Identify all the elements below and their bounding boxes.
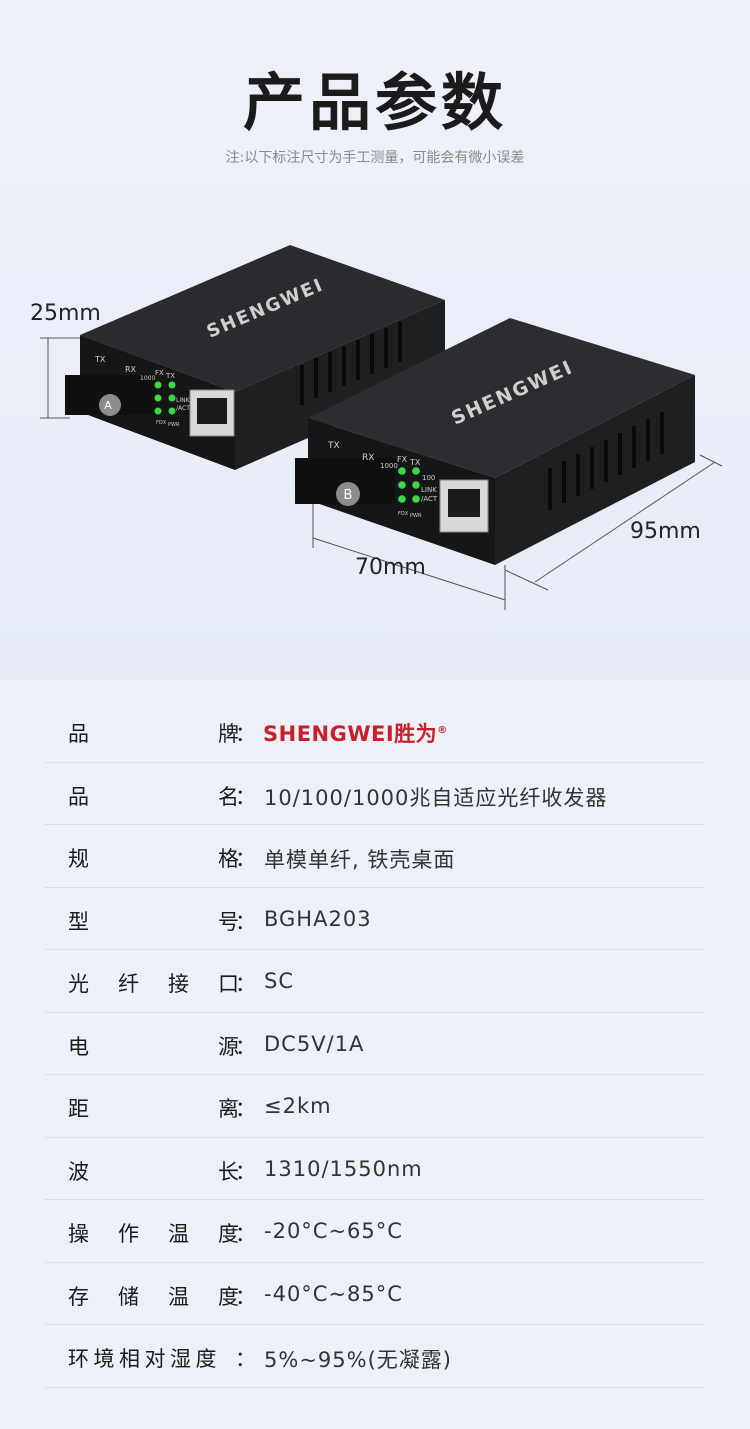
spec-value: 1310/1550nm: [264, 1156, 423, 1181]
unit-a-tx-label: TX: [94, 355, 106, 364]
spec-colon: ：: [235, 1222, 256, 1246]
spec-colon: ：: [235, 847, 256, 871]
spec-row: 光纤接口：SC: [45, 950, 705, 1013]
spec-row: 操作温度：-20°C~65°C: [45, 1200, 705, 1263]
spec-value: SC: [264, 969, 294, 993]
unit-b-tx-label: TX: [327, 441, 340, 451]
spec-row: 品牌：SHENGWEI胜为®: [45, 700, 705, 763]
unit-a-badge: A: [104, 399, 112, 412]
spec-row: 距离：≤2km: [45, 1075, 705, 1138]
spec-value: 单模单纤, 铁壳桌面: [264, 848, 456, 872]
spec-table: 品牌：SHENGWEI胜为®品名：10/100/1000兆自适应光纤收发器规格：…: [45, 700, 705, 1388]
spec-colon: ：: [235, 1347, 256, 1371]
unit-b-100-label: 100: [422, 474, 435, 482]
spec-colon: ：: [235, 909, 256, 934]
width-dimension: 70mm: [355, 555, 426, 580]
unit-b-txled-label: TX: [409, 458, 421, 467]
spec-value: -40°C~85°C: [264, 1281, 403, 1306]
unit-b-fdx-label: FDX: [398, 511, 409, 517]
spec-colon: ：: [235, 1284, 256, 1309]
spec-colon: ：: [235, 972, 256, 996]
spec-value: DC5V/1A: [264, 1031, 365, 1056]
unit-a-txled-label: TX: [165, 372, 175, 380]
brand-logo: SHENGWEI胜为®: [263, 722, 448, 746]
spec-row: 品名：10/100/1000兆自适应光纤收发器: [45, 763, 705, 825]
unit-b-act-label: /ACT: [421, 495, 438, 503]
spec-value: BGHA203: [264, 906, 372, 931]
spec-row: 电源：DC5V/1A: [45, 1013, 705, 1075]
spec-row: 波长：1310/1550nm: [45, 1138, 705, 1200]
dimension-lines: [40, 337, 723, 610]
unit-b-fx-label: FX: [397, 455, 408, 464]
unit-b-link-label: LINK: [421, 486, 437, 494]
height-dimension: 25mm: [30, 301, 101, 326]
unit-a-1000-label: 1000: [140, 375, 155, 382]
unit-a-fx-label: FX: [155, 369, 164, 377]
spec-row: 存储温度：-40°C~85°C: [45, 1263, 705, 1325]
spec-colon: ：: [235, 722, 256, 746]
spec-colon: ：: [235, 1034, 256, 1059]
transceiver-unit-a: TX RX 1000 FX TX LINK /ACT FDX PWR A SHE…: [65, 245, 445, 470]
spec-value: 10/100/1000兆自适应光纤收发器: [264, 785, 608, 810]
transceiver-unit-b: TX RX 1000 FX TX 100 LINK /ACT FDX PWR B…: [295, 318, 695, 565]
product-illustration: TX RX 1000 FX TX LINK /ACT FDX PWR A SHE…: [40, 245, 723, 610]
measurement-note: 注:以下标注尺寸为手工测量，可能会有微小误差: [225, 150, 525, 166]
unit-a-act-label: /ACT: [176, 405, 190, 412]
unit-b-rx-label: RX: [362, 453, 374, 463]
spec-row: 环境相对湿度：5%~95%(无凝露): [45, 1325, 705, 1388]
unit-b-badge: B: [344, 488, 353, 503]
unit-a-link-label: LINK: [176, 397, 191, 404]
spec-colon: ：: [235, 1097, 256, 1121]
spec-colon: ：: [235, 1159, 256, 1184]
depth-dimension: 95mm: [630, 519, 701, 544]
spec-row: 规格：单模单纤, 铁壳桌面: [45, 825, 705, 888]
unit-a-fdx-label: FDX: [156, 420, 167, 426]
spec-value: 5%~95%(无凝露): [264, 1348, 452, 1372]
spec-row: 型号：BGHA203: [45, 888, 705, 950]
spec-colon: ：: [235, 784, 256, 809]
unit-a-rx-label: RX: [125, 365, 137, 374]
unit-a-pwr-label: PWR: [168, 422, 180, 428]
spec-value: -20°C~65°C: [264, 1219, 403, 1243]
unit-b-pwr-label: PWR: [410, 513, 422, 519]
spec-value: ≤2km: [264, 1094, 332, 1118]
unit-b-1000-label: 1000: [380, 462, 398, 470]
page-title: 产品参数: [242, 66, 507, 139]
